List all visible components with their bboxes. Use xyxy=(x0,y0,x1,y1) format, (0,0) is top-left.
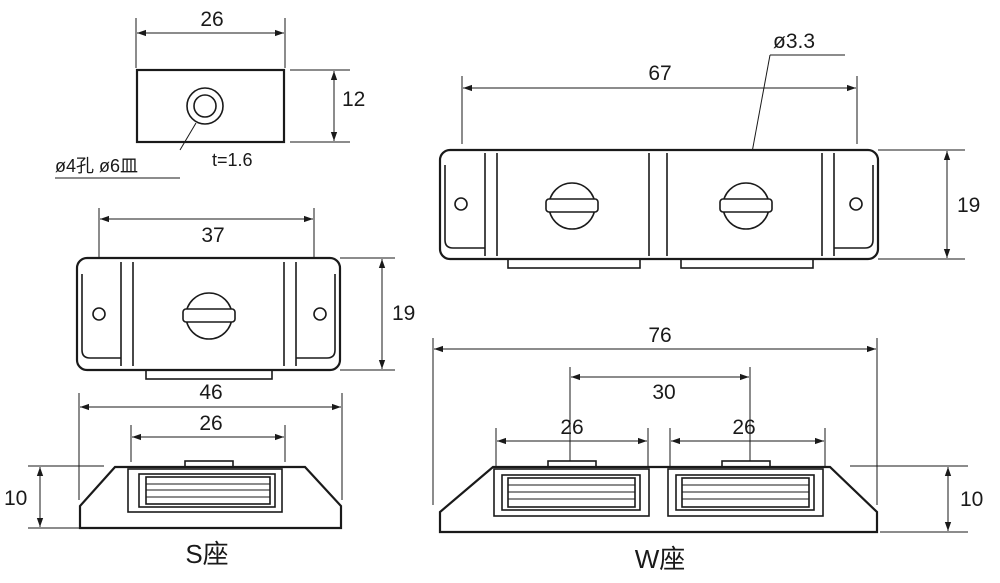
s-front-left-screw-hole xyxy=(92,307,106,321)
w-side-overall-label: 76 xyxy=(648,324,671,347)
s-side-view: 46 26 10 xyxy=(4,381,343,530)
s-front-width-label: 37 xyxy=(201,224,224,247)
s-plate-width-label: 26 xyxy=(200,8,223,31)
s-front-right-screw-hole xyxy=(313,307,327,321)
s-plate-outline xyxy=(135,68,286,144)
s-side-overall-label: 46 xyxy=(199,381,222,404)
w-side-view: 76 30 26 26 10 xyxy=(432,324,983,534)
s-plate-thickness-note: t=1.6 xyxy=(212,150,253,170)
w-side-left-label: 26 xyxy=(560,416,583,439)
w-type-caption: W座 xyxy=(635,544,686,574)
w-front-height-label: 19 xyxy=(957,194,980,217)
s-front-height-label: 19 xyxy=(392,302,415,325)
w-front-hole-label: ø3.3 xyxy=(773,30,815,53)
w-front-body xyxy=(438,148,880,261)
s-plate-hole-note: ø4孔 ø6皿 xyxy=(55,156,138,176)
s-plate-countersink xyxy=(186,87,224,125)
s-plate-height-label: 12 xyxy=(342,88,365,111)
s-side-height-label: 10 xyxy=(4,487,27,510)
w-front-right-screw-hole xyxy=(849,197,863,211)
s-front-view: 37 19 xyxy=(75,208,415,380)
s-type-caption: S座 xyxy=(185,539,228,569)
s-side-inner-label: 26 xyxy=(199,412,222,435)
s-plate-hole xyxy=(193,94,217,118)
w-front-left-screw-hole xyxy=(454,197,468,211)
w-side-center-label: 30 xyxy=(652,381,675,404)
w-front-width-label: 67 xyxy=(648,62,671,85)
s-top-plate-view: 26 12 ø4孔 ø6皿 t=1.6 xyxy=(55,8,365,179)
w-side-height-label: 10 xyxy=(960,488,983,511)
w-side-right-label: 26 xyxy=(732,416,755,439)
w-front-view: 67 19 ø3.3 xyxy=(438,30,980,269)
w-side-body xyxy=(438,465,879,534)
